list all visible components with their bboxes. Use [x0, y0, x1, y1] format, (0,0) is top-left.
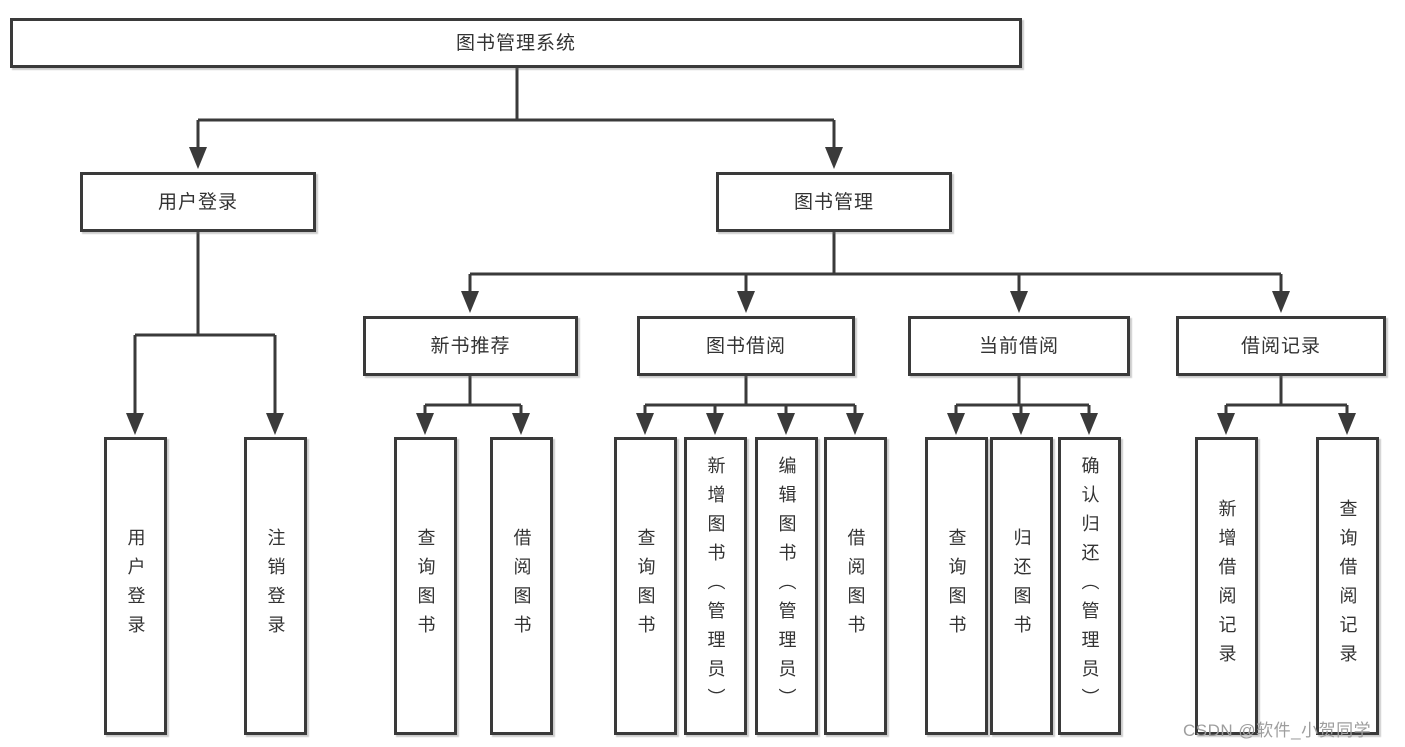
- node-user-login: 用户登录: [80, 172, 316, 232]
- node-leaf-borrow-book-2: 借阅图书: [824, 437, 887, 735]
- arrowhead-icon: [1012, 413, 1030, 435]
- node-label: 图书借阅: [705, 335, 786, 357]
- node-leaf-add-book-admin: 新增图书（管理员）: [684, 437, 747, 735]
- arrowhead-icon: [846, 413, 864, 435]
- node-leaf-edit-book-admin: 编辑图书（管理员）: [755, 437, 818, 735]
- arrowhead-icon: [1217, 413, 1235, 435]
- arrowhead-icon: [1272, 291, 1290, 313]
- arrowhead-icon: [461, 291, 479, 313]
- node-leaf-query-book-3: 查询图书: [925, 437, 988, 735]
- csdn-watermark: CSDN @软件_小贺同学: [1183, 721, 1372, 740]
- node-book-borrow: 图书借阅: [637, 316, 855, 376]
- node-leaf-borrow-book-1: 借阅图书: [490, 437, 553, 735]
- node-leaf-query-book-2: 查询图书: [614, 437, 677, 735]
- node-label: 新增借阅记录: [1216, 499, 1237, 673]
- node-new-book-recommend: 新书推荐: [363, 316, 578, 376]
- node-leaf-query-book-1: 查询图书: [394, 437, 457, 735]
- node-leaf-query-borrow-record: 查询借阅记录: [1316, 437, 1379, 735]
- node-label: 图书管理: [793, 191, 874, 213]
- arrowhead-icon: [1080, 413, 1098, 435]
- arrowhead-icon: [777, 413, 795, 435]
- arrowhead-icon: [947, 413, 965, 435]
- node-label: 借阅图书: [845, 528, 866, 644]
- node-label: 借阅图书: [511, 528, 532, 644]
- node-label: 查询图书: [635, 528, 656, 644]
- node-label: 当前借阅: [978, 335, 1059, 357]
- node-label: 确认归还（管理员）: [1079, 455, 1100, 717]
- node-leaf-add-borrow-record: 新增借阅记录: [1195, 437, 1258, 735]
- node-leaf-confirm-return-admin: 确认归还（管理员）: [1058, 437, 1121, 735]
- arrowhead-icon: [825, 147, 843, 169]
- arrowhead-icon: [266, 413, 284, 435]
- node-label: 新增图书（管理员）: [705, 455, 726, 717]
- arrowhead-icon: [189, 147, 207, 169]
- node-label: 编辑图书（管理员）: [776, 455, 797, 717]
- node-label: 用户登录: [125, 528, 146, 644]
- node-label: 图书管理系统: [455, 32, 576, 54]
- node-label: 新书推荐: [430, 335, 511, 357]
- node-label: 查询图书: [946, 528, 967, 644]
- arrowhead-icon: [1010, 291, 1028, 313]
- node-label: 注销登录: [265, 528, 286, 644]
- arrowhead-icon: [636, 413, 654, 435]
- node-label: 查询图书: [415, 528, 436, 644]
- node-leaf-logout: 注销登录: [244, 437, 307, 735]
- node-leaf-return-book: 归还图书: [990, 437, 1053, 735]
- arrowhead-icon: [416, 413, 434, 435]
- node-label: 借阅记录: [1240, 335, 1321, 357]
- arrowhead-icon: [737, 291, 755, 313]
- node-label: 查询借阅记录: [1337, 499, 1358, 673]
- arrowhead-icon: [126, 413, 144, 435]
- node-current-borrow: 当前借阅: [908, 316, 1130, 376]
- node-root-system: 图书管理系统: [10, 18, 1022, 68]
- arrowhead-icon: [706, 413, 724, 435]
- node-book-management: 图书管理: [716, 172, 952, 232]
- arrowhead-icon: [1338, 413, 1356, 435]
- node-label: 归还图书: [1011, 528, 1032, 644]
- arrowhead-icon: [512, 413, 530, 435]
- node-borrow-record: 借阅记录: [1176, 316, 1386, 376]
- node-label: 用户登录: [157, 191, 238, 213]
- node-leaf-user-login: 用户登录: [104, 437, 167, 735]
